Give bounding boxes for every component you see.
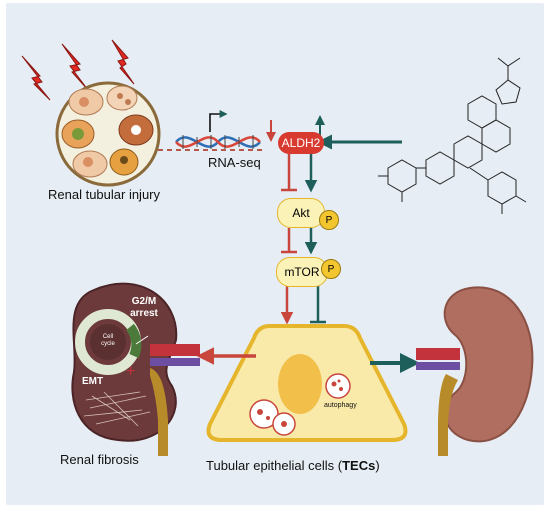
- injured-cells-icon: [55, 81, 161, 187]
- tec-caption-end: ): [375, 458, 380, 473]
- tec-caption-bold: TECs: [342, 458, 376, 473]
- akt-node: Akt: [277, 198, 325, 228]
- phospho-label: P: [327, 263, 335, 275]
- renal-tubular-injury-label: Renal tubular injury: [48, 187, 161, 202]
- phospho-badge: P: [321, 259, 341, 279]
- phospho-label: P: [325, 214, 333, 226]
- autophagy-label: autophagy: [324, 402, 357, 409]
- tec-caption-main: Tubular epithelial cells (: [206, 458, 343, 473]
- mtor-label: mTOR: [284, 265, 320, 279]
- tec-cell: [206, 324, 408, 442]
- tec-caption: Tubular epithelial cells (TECs): [206, 458, 380, 473]
- cell-cycle-label: Cell cycle: [101, 334, 115, 347]
- dna-helix-icon: [175, 110, 261, 149]
- aldh2-node: ALDH2: [278, 132, 324, 154]
- phospho-badge: P: [319, 210, 339, 230]
- akt-label: Akt: [292, 206, 310, 220]
- emt-label: EMT: [82, 376, 104, 387]
- kidney-icon: [416, 286, 534, 456]
- g2m-arrest-label: G2/M arrest: [130, 296, 158, 319]
- mtor-node: mTOR: [276, 257, 328, 287]
- pathway-connectors: [280, 154, 326, 325]
- molecule-structure-icon: [378, 57, 527, 214]
- aldh2-label: ALDH2: [281, 136, 321, 150]
- renal-fibrosis-label: Renal fibrosis: [60, 452, 139, 467]
- svg-text:+: +: [126, 363, 135, 380]
- cell-cycle-icon: [75, 309, 149, 375]
- rna-seq-label: RNA-seq: [208, 155, 261, 170]
